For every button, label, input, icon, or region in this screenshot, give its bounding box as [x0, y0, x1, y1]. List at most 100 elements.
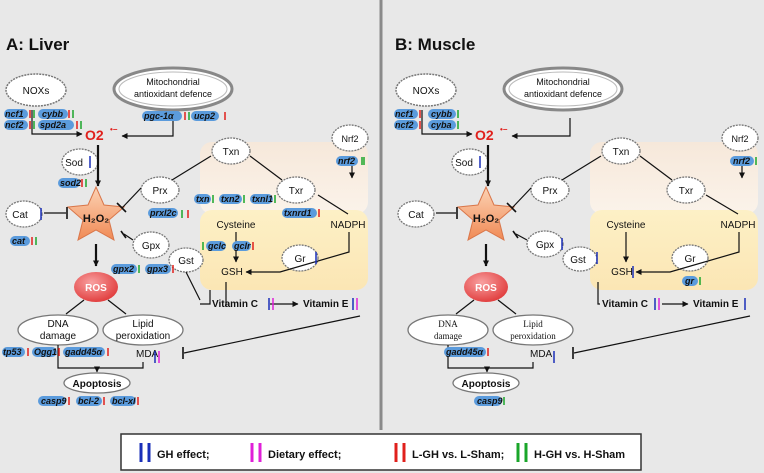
- m-gene-cyba: cyba: [431, 120, 452, 130]
- liver-vitc: Vitamin C: [212, 299, 258, 310]
- gene-gclr: gclr: [233, 241, 251, 251]
- gene-gadd45a: gadd45α: [64, 347, 103, 357]
- liver-cysteine: Cysteine: [217, 220, 256, 231]
- muscle-apoptosis-label: Apoptosis: [462, 379, 511, 390]
- liver-apoptosis-label: Apoptosis: [73, 379, 122, 390]
- liver-apoptosis-node: [63, 372, 131, 394]
- muscle-title: B: Muscle: [395, 35, 475, 54]
- muscle-nrf2-node: [721, 124, 759, 152]
- liver-ros-node: [74, 272, 118, 302]
- muscle-prx-node: [530, 176, 570, 204]
- muscle-noxs-label: NOXs: [413, 86, 440, 97]
- gene-gpx3: gpx3: [146, 264, 168, 274]
- liver-mito-label-1: Mitochondrial: [146, 77, 200, 87]
- gene-txn2: txn2: [221, 194, 240, 204]
- liver-sod-label: Sod: [65, 158, 83, 169]
- liver-mda: MDA: [136, 349, 159, 360]
- muscle-vitc: Vitamin C: [602, 299, 648, 310]
- muscle-cat-node: [397, 200, 435, 228]
- gene-tp53: tp53: [3, 347, 22, 357]
- gene-gpx2: gpx2: [112, 264, 134, 274]
- gene-sod2: sod2: [60, 178, 81, 188]
- gene-cat: cat: [12, 236, 26, 246]
- liver-txr-label: Txr: [289, 186, 304, 197]
- muscle-vite: Vitamin E: [693, 299, 739, 310]
- muscle-mda: MDA: [530, 349, 553, 360]
- liver-gene-pills: ncf1 ncf2 cybb spd2a pgc-1α ucp2 nrf2 so…: [2, 109, 358, 406]
- gene-nrf2: nrf2: [338, 156, 355, 166]
- liver-lipid-label-1: Lipid: [132, 319, 153, 330]
- muscle-gr-node: [671, 244, 709, 272]
- liver-superoxide-sup: •−: [110, 125, 118, 134]
- muscle-gpx-label: Gpx: [536, 240, 554, 251]
- legend: GH effect; Dietary effect; L-GH vs. L-Sh…: [120, 433, 642, 471]
- liver-noxs-node: [5, 73, 67, 107]
- muscle-sod-label: Sod: [455, 158, 473, 169]
- liver-prx-node: [140, 176, 180, 204]
- legend-lgh: L-GH vs. L-Sham;: [412, 449, 504, 461]
- muscle-h2o2-star: [456, 185, 516, 241]
- muscle-ros-label: ROS: [475, 283, 497, 294]
- gene-prxl2c: prxl2c: [149, 208, 177, 218]
- liver-txr-node: [276, 176, 316, 204]
- m-gene-casp9: casp9: [477, 396, 503, 406]
- gene-ncf1: ncf1: [5, 109, 24, 119]
- muscle-dna-label-1: DNA: [438, 319, 458, 329]
- muscle-gene-pills: ncf1 ncf2 cybb cyba nrf2 gr gadd45α casp…: [394, 109, 754, 406]
- muscle-mito-node: [502, 66, 624, 112]
- liver-txn-label: Txn: [223, 147, 240, 158]
- gene-bclxl: bcl-xl: [112, 396, 136, 406]
- muscle-cat-label: Cat: [408, 210, 424, 221]
- gene-ogg1: Ogg1: [34, 347, 57, 357]
- liver-dna-label-1: DNA: [47, 319, 68, 330]
- liver-vite: Vitamin E: [303, 299, 349, 310]
- muscle-mito-label-1: Mitochondrial: [536, 77, 590, 87]
- liver-ros-label: ROS: [85, 283, 107, 294]
- gene-ucp2: ucp2: [194, 111, 215, 121]
- muscle-superoxide: O2: [475, 127, 494, 143]
- liver-lipid-label-2: peroxidation: [116, 331, 170, 342]
- liver-gsh: GSH: [221, 267, 243, 278]
- liver-h2o2-star: [66, 185, 126, 241]
- gene-txnl1: txnl1: [252, 194, 273, 204]
- muscle-cysteine: Cysteine: [607, 220, 646, 231]
- muscle-gst-label: Gst: [570, 255, 586, 266]
- m-gene-cybb: cybb: [431, 109, 453, 119]
- liver-gsh-region: [200, 210, 368, 290]
- liver-gst-label: Gst: [178, 256, 194, 267]
- liver-gr-node: [281, 244, 319, 272]
- muscle-panel: B: Muscle NOXs Mitochondrial antioxidant…: [394, 35, 759, 406]
- muscle-lipid-node: [492, 314, 574, 346]
- liver-mito-label-2: antioxidant defence: [134, 89, 212, 99]
- muscle-noxs-node: [395, 73, 457, 107]
- muscle-txr-label: Txr: [679, 186, 694, 197]
- gene-bcl2: bcl-2: [78, 396, 99, 406]
- muscle-h2o2-label: H₂O₂: [473, 213, 499, 225]
- liver-nadph: NADPH: [330, 220, 365, 231]
- liver-nrf2-node: [331, 124, 369, 152]
- liver-nrf2-label: Nrf2: [341, 134, 358, 144]
- gene-ncf2: ncf2: [5, 120, 24, 130]
- gene-cybb: cybb: [42, 109, 64, 119]
- muscle-dna-label-2: damage: [434, 331, 462, 341]
- liver-cat-node: [5, 200, 43, 228]
- gene-gclc: gclc: [207, 241, 226, 251]
- liver-gpx-node: [132, 231, 170, 259]
- muscle-prx-label: Prx: [543, 186, 558, 197]
- m-gene-ncf2: ncf2: [395, 120, 414, 130]
- legend-dietary-effect: Dietary effect;: [268, 449, 341, 461]
- muscle-apoptosis-node: [452, 372, 520, 394]
- muscle-txn-node: [601, 137, 641, 165]
- muscle-gr-label: Gr: [684, 254, 696, 265]
- liver-mito-node: [112, 66, 234, 112]
- liver-dna-label-2: damage: [40, 331, 77, 342]
- liver-gr-label: Gr: [294, 254, 306, 265]
- muscle-superoxide-sup: •−: [500, 125, 508, 134]
- liver-gpx-label: Gpx: [142, 241, 160, 252]
- muscle-gsh: GSH: [611, 267, 633, 278]
- muscle-gsh-region: [590, 210, 758, 290]
- gene-pgc1a: pgc-1α: [143, 111, 174, 121]
- liver-panel: A: Liver NOXs Mitochondrial antioxidant …: [2, 35, 369, 406]
